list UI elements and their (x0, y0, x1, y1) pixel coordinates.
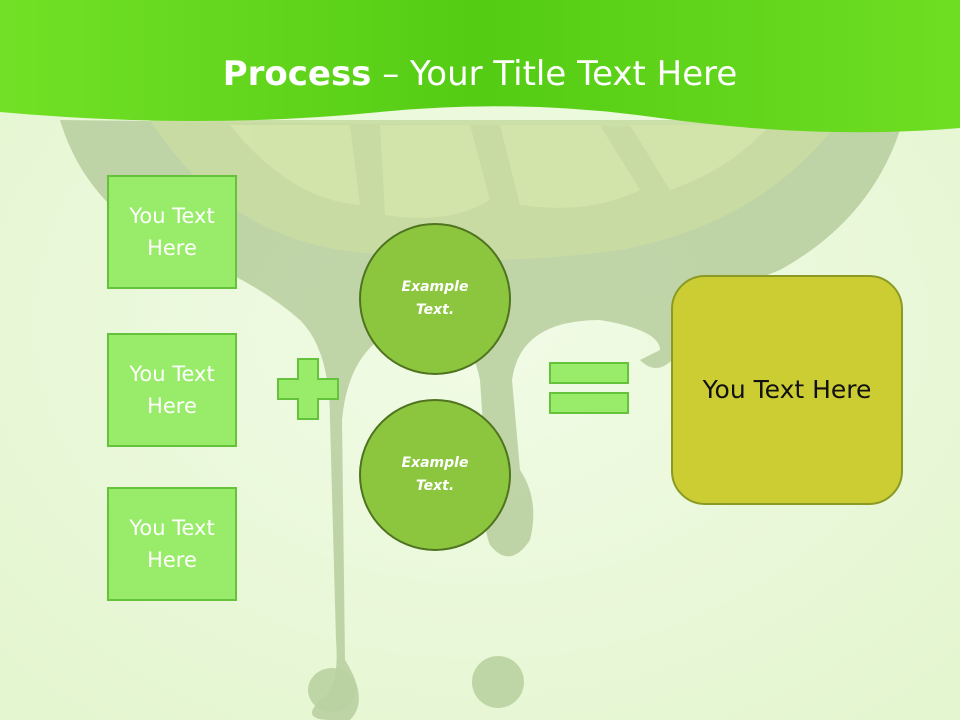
example-circle-2: Example Text. (359, 399, 511, 551)
input-box-3-label: You Text Here (129, 516, 215, 572)
result-box-label: You Text Here (702, 375, 872, 404)
input-box-3: You Text Here (107, 487, 237, 601)
slide-title: Process – Your Title Text Here (0, 52, 960, 96)
example-circle-1-label: Example Text. (401, 279, 469, 318)
title-rest: – Your Title Text Here (371, 54, 738, 94)
plus-icon (277, 358, 339, 420)
example-circle-2-label: Example Text. (401, 455, 469, 494)
input-box-2: You Text Here (107, 333, 237, 447)
input-box-1-label: You Text Here (129, 204, 215, 260)
example-circle-1: Example Text. (359, 223, 511, 375)
result-box: You Text Here (671, 275, 903, 505)
input-box-2-label: You Text Here (129, 362, 215, 418)
input-box-1: You Text Here (107, 175, 237, 289)
equals-icon (549, 362, 629, 414)
title-strong: Process (222, 54, 372, 94)
